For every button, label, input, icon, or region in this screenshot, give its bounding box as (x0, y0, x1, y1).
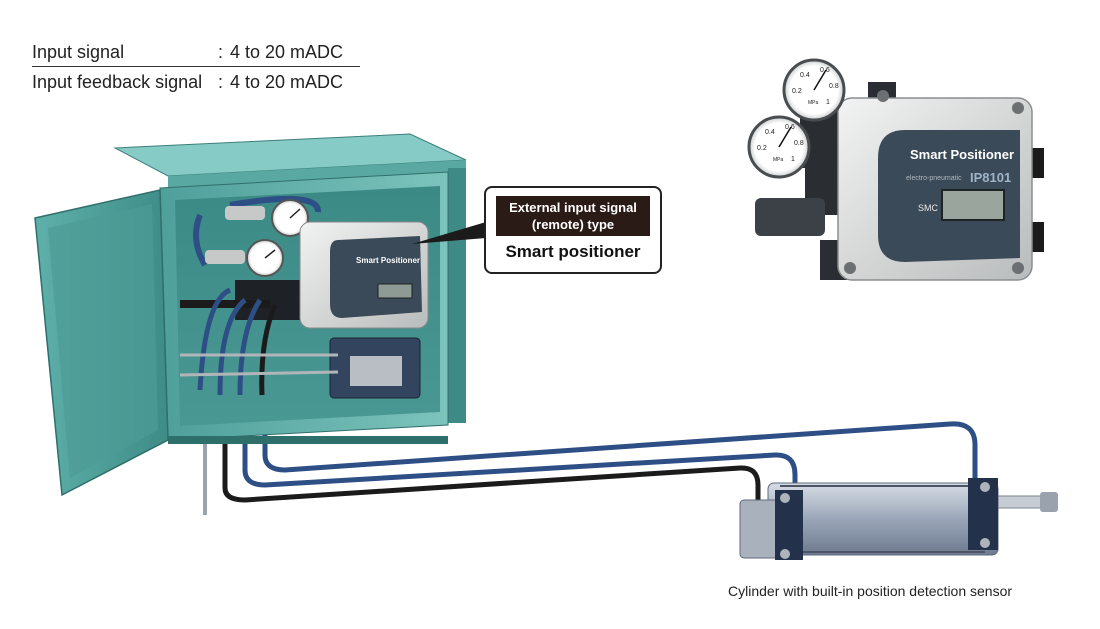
spec-label: Input signal (32, 42, 125, 62)
terminal-label (350, 356, 402, 386)
callout-heading: External input signal (remote) type (496, 196, 650, 236)
gauge-bottom-tick: 0.8 (794, 140, 804, 147)
positioner-product: Smart Positioner electro-pneumatic IP810… (747, 58, 1044, 281)
spec-value: 4 to 20 mADC (230, 72, 344, 92)
cabinet-side (448, 168, 466, 423)
tube-lower (242, 430, 798, 498)
gauge-top-tick: 0.6 (820, 67, 830, 74)
gauge-top-unit: MPa (808, 100, 819, 106)
spec-value: 4 to 20 mADC (230, 42, 344, 62)
product-lcd (941, 189, 1005, 221)
spec-separator: : (218, 72, 224, 92)
callout-pointer (412, 222, 486, 244)
air-tubes (203, 421, 978, 515)
rod-end (1040, 492, 1058, 512)
gauge-bottom-tick: 0.6 (785, 124, 795, 131)
cabinet-roof-front (168, 160, 466, 190)
spec-label: Input feedback signal (32, 72, 203, 92)
door-panel (48, 204, 158, 478)
callout-title: Smart positioner (505, 242, 641, 261)
spec-divider (32, 66, 360, 67)
gauge-top-tick: 0.2 (792, 88, 802, 95)
tube-upper (262, 421, 978, 480)
head-block (775, 490, 803, 560)
cylinder (739, 478, 1058, 560)
gauge-bottom-tick: 0.4 (765, 129, 775, 136)
small-lcd (377, 283, 413, 299)
gauge-bottom-tick: 0.2 (757, 145, 767, 152)
product-model: IP8101 (970, 170, 1011, 185)
small-brand-text: Smart Positioner (356, 256, 420, 265)
cabinet-foot (168, 436, 448, 444)
positioner-face (330, 236, 422, 318)
gauge-bottom-tick: 1 (791, 156, 795, 163)
gauge-top-tick: 1 (826, 99, 830, 106)
sensor-cable (222, 430, 761, 505)
gauge-bottom-unit: MPa (773, 157, 784, 163)
spec-input-feedback-signal: Input feedback signal:4 to 20 mADC (32, 72, 343, 93)
spec-input-signal: Input signal:4 to 20 mADC (32, 42, 343, 63)
gauge-top-tick: 0.4 (800, 72, 810, 79)
fitting-upper (225, 206, 265, 220)
spec-separator: : (218, 42, 224, 62)
cabinet-positioner: Smart Positioner (179, 195, 429, 399)
cylinder-caption: Cylinder with built-in position detectio… (728, 583, 1013, 599)
product-brand-text: Smart Positioner (910, 147, 1014, 162)
product-subtitle: electro-pneumatic (906, 175, 962, 182)
gauge-top-tick: 0.8 (829, 83, 839, 90)
fitting-lower (205, 250, 245, 264)
positioner-callout: External input signal (remote) type Smar… (484, 186, 662, 274)
product-maker-logo: SMC (918, 203, 939, 213)
side-bracket (755, 198, 825, 236)
